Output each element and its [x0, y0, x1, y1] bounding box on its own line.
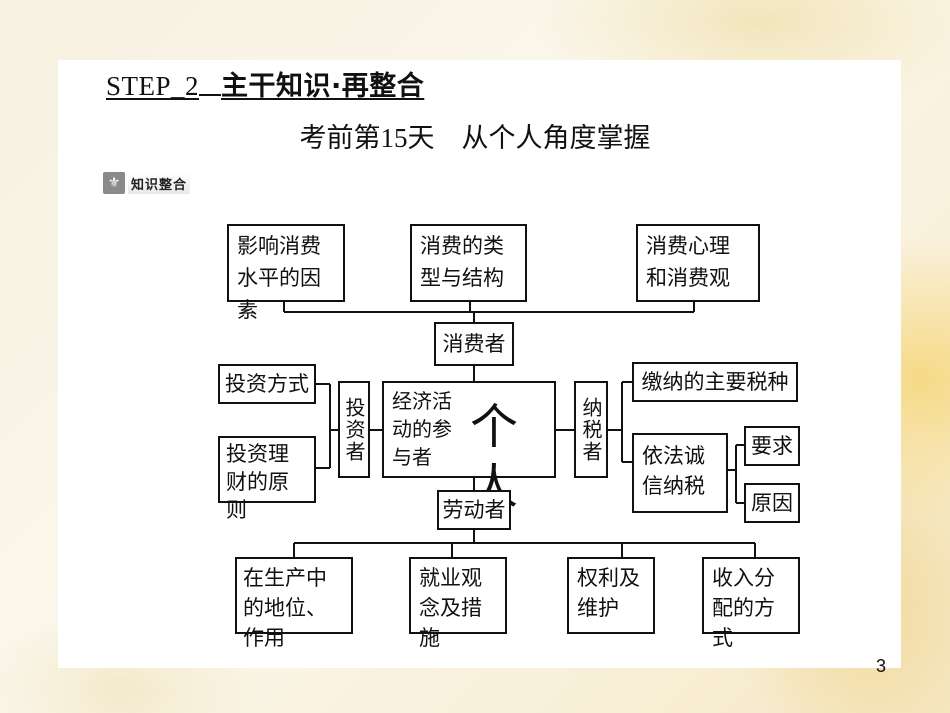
node-consumption-factors: 影响消费水平的因素	[227, 224, 345, 322]
step-prefix: STEP_2	[106, 71, 200, 101]
node-investment-principles: 投资理财的原则	[218, 436, 316, 522]
page-subtitle: 考前第15天 从个人角度掌握	[299, 123, 651, 153]
node-rights: 权利及维护	[567, 557, 655, 634]
node-reasons: 原因	[744, 483, 800, 523]
node-consumption-psychology: 消费心理和消费观	[636, 224, 760, 302]
node-investor: 投资者	[338, 381, 370, 478]
fleur-emblem-icon: ⚜	[103, 172, 125, 194]
step-title: 主干知识·再整合	[221, 71, 425, 102]
node-consumption-types: 消费的类型与结构	[410, 224, 527, 302]
node-tax-types: 缴纳的主要税种	[632, 362, 798, 402]
page-number: 3	[876, 656, 887, 676]
node-individual: 经济活动的参与者 个人	[382, 381, 556, 515]
section-tag: ⚜ 知识整合	[103, 172, 195, 194]
node-taxpayer: 纳税者	[574, 381, 608, 478]
node-consumer: 消费者	[434, 322, 514, 366]
node-individual-role: 经济活动的参与者	[392, 389, 452, 469]
node-investment-methods: 投资方式	[218, 364, 316, 404]
step-heading: STEP_2 主干知识·再整合	[106, 64, 424, 103]
node-production-role: 在生产中的地位、作用	[235, 557, 353, 650]
node-requirements: 要求	[744, 426, 800, 466]
section-tag-label: 知识整合	[128, 172, 191, 194]
step-underline-gap	[199, 70, 222, 96]
node-honest-tax: 依法诚信纳税	[632, 433, 728, 513]
node-income-distribution: 收入分配的方式	[702, 557, 800, 650]
node-employment: 就业观念及措施	[409, 557, 507, 650]
node-laborer: 劳动者	[437, 490, 511, 530]
